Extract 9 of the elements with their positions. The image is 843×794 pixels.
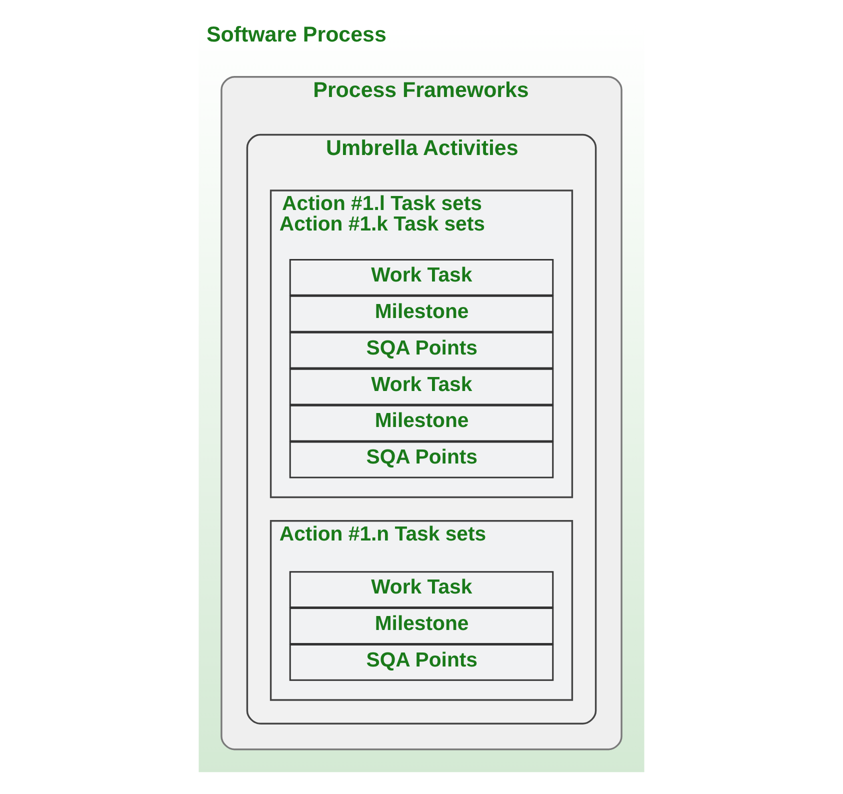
node-box: SQA Points — [289, 644, 554, 681]
node-box: Work Task — [289, 368, 554, 406]
node-box: SQA Points — [289, 441, 554, 478]
node-box: Milestone — [289, 404, 554, 442]
node-box: Milestone — [289, 608, 554, 644]
node-box: Milestone — [289, 295, 554, 332]
node-box: Work Task — [289, 258, 554, 296]
node-box: Work Task — [289, 571, 554, 608]
node-box: SQA Points — [289, 332, 554, 369]
